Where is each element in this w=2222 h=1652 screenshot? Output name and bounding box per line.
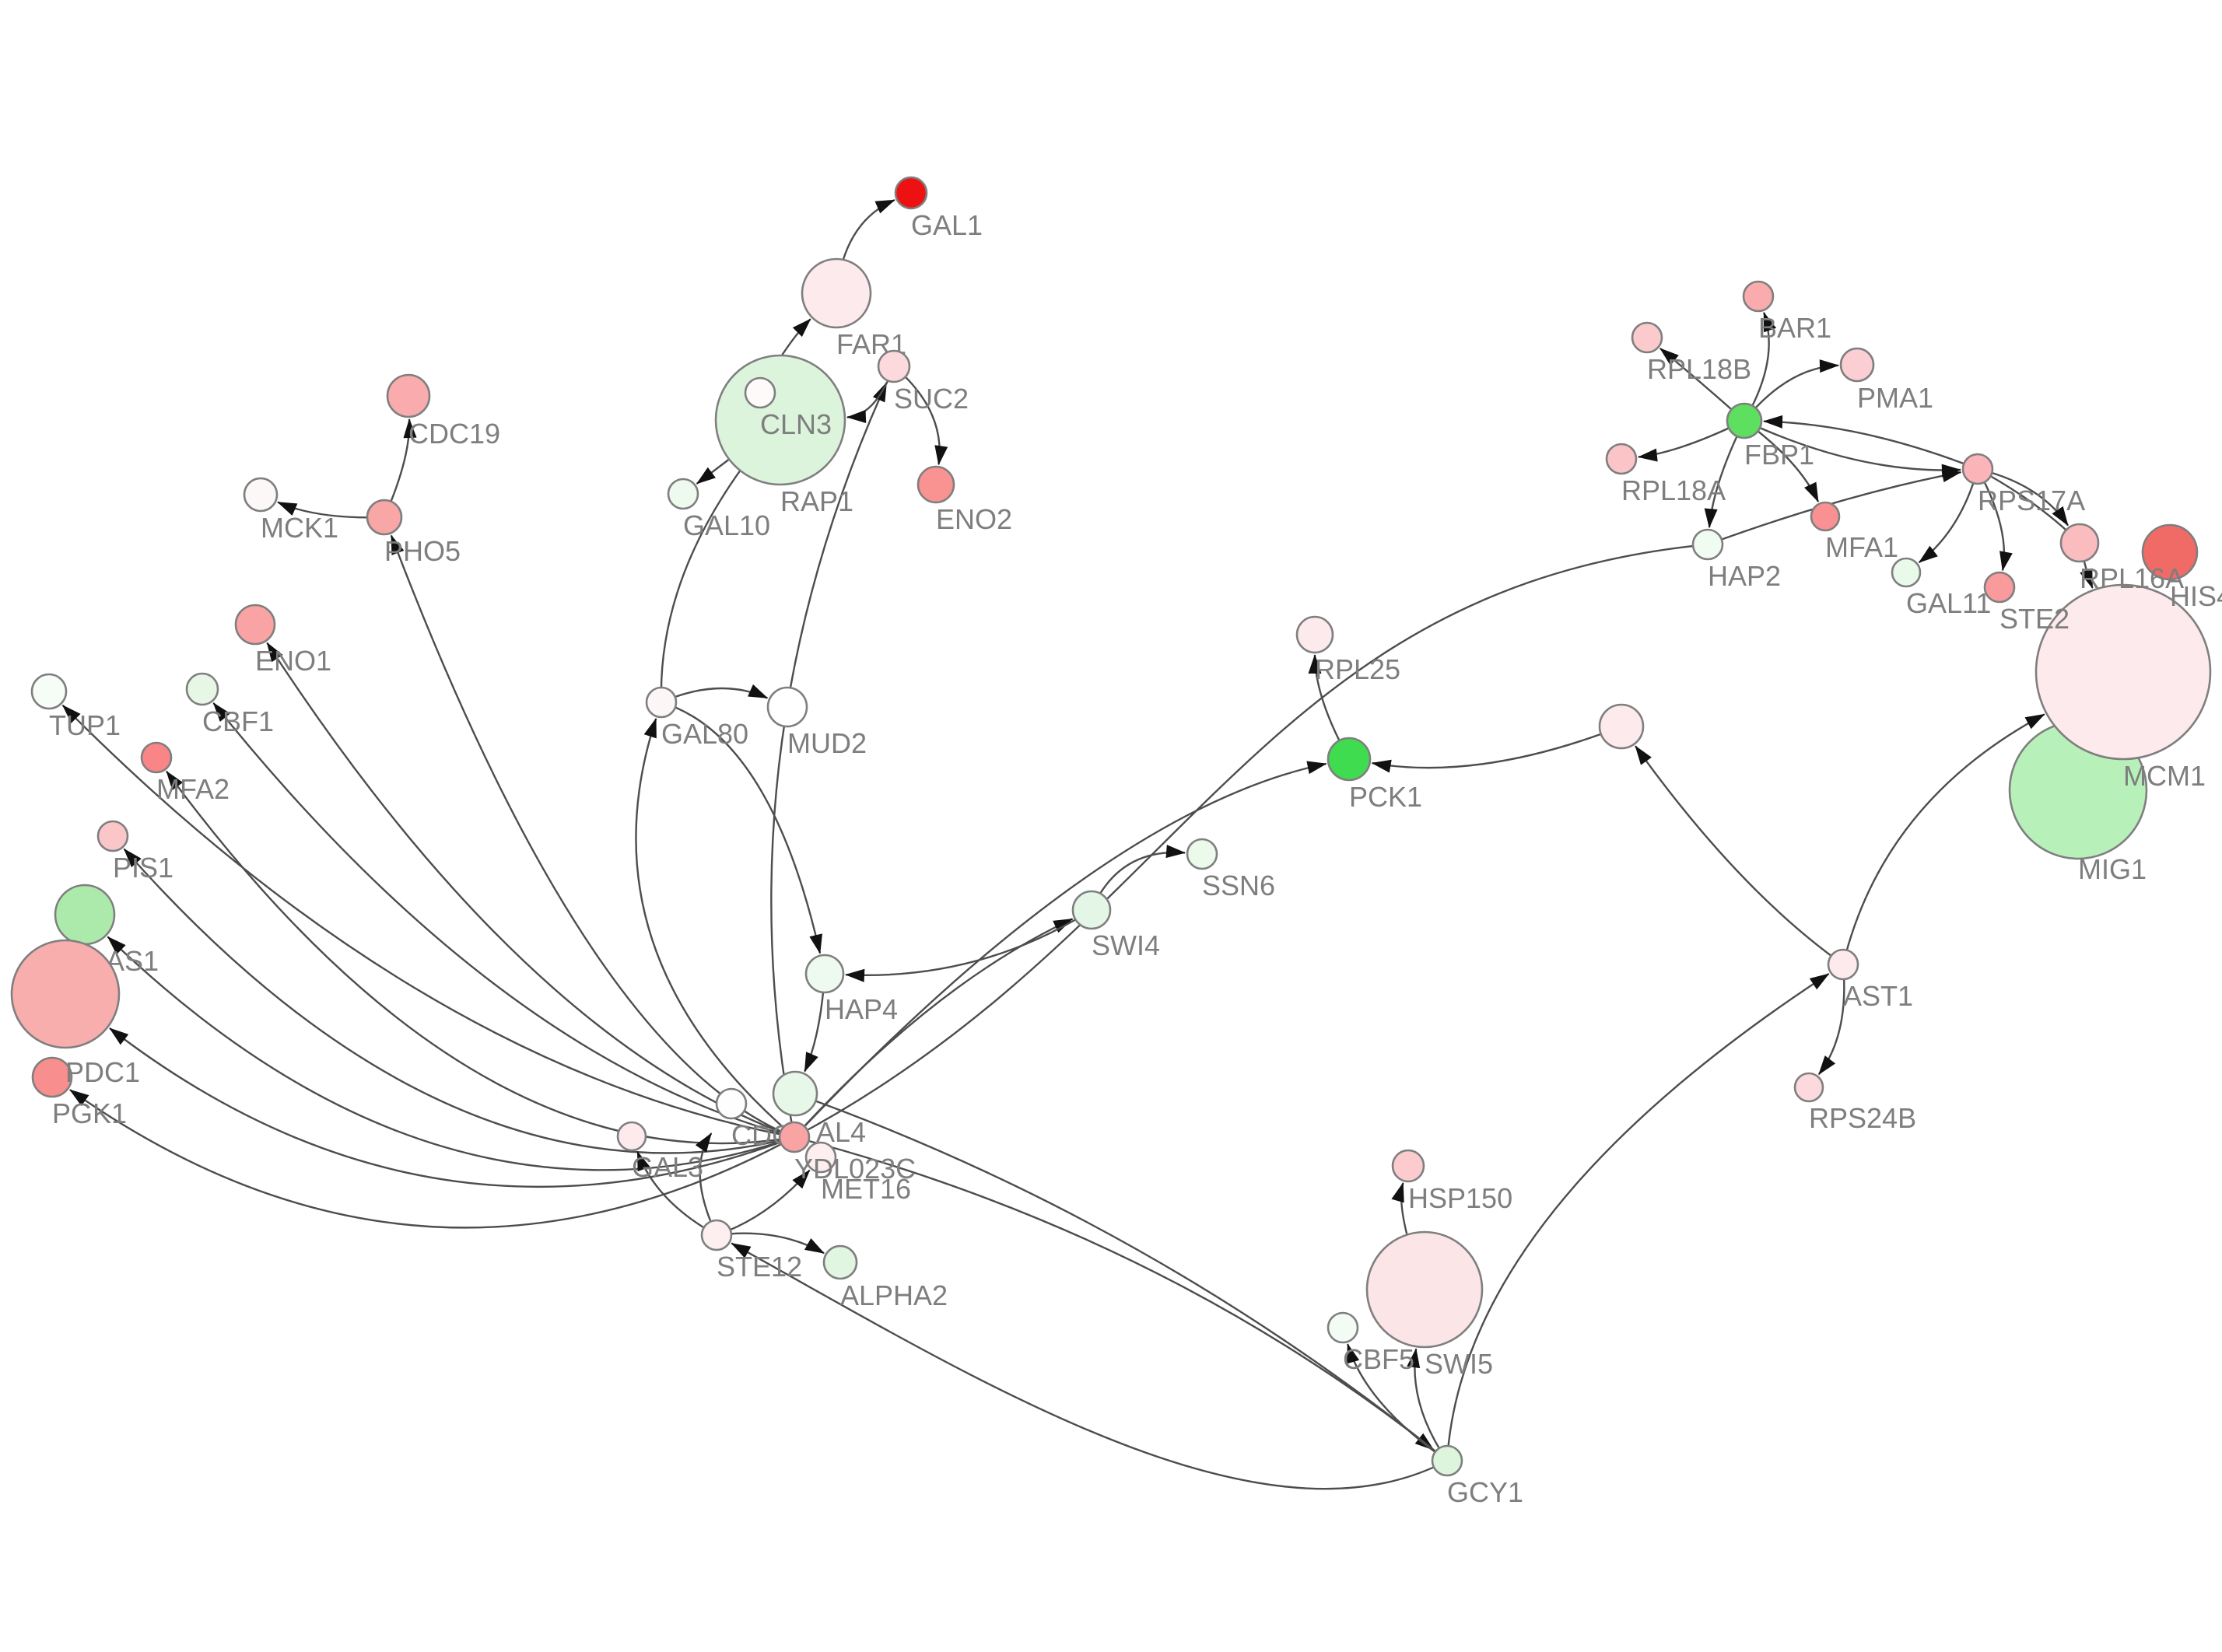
svg-text:CBF5: CBF5 [1343,1343,1414,1375]
svg-text:GAL3: GAL3 [632,1151,703,1183]
svg-text:PHO5: PHO5 [384,535,461,567]
svg-text:STE2: STE2 [1999,603,2070,635]
svg-text:HAP4: HAP4 [825,993,898,1025]
svg-text:MFA2: MFA2 [156,773,230,805]
svg-text:BAR1: BAR1 [1758,312,1831,344]
svg-text:MUD2: MUD2 [787,727,867,759]
svg-text:GAL80: GAL80 [661,718,748,750]
svg-text:RPL16A: RPL16A [2080,562,2184,594]
svg-text:RAP1: RAP1 [780,485,853,517]
svg-text:CBF1: CBF1 [202,705,274,737]
svg-text:MCK1: MCK1 [261,512,338,544]
svg-text:STE12: STE12 [717,1251,802,1283]
svg-text:SWI5: SWI5 [1425,1348,1493,1380]
svg-text:YDL023C: YDL023C [794,1153,916,1185]
svg-text:GAL10: GAL10 [683,509,770,541]
svg-text:PGK1: PGK1 [52,1097,127,1129]
svg-text:TUP1: TUP1 [49,709,121,741]
svg-text:FBP1: FBP1 [1744,439,1814,471]
svg-text:MIG1: MIG1 [2078,853,2147,885]
svg-text:HSP150: HSP150 [1408,1182,1512,1214]
svg-text:RPS24B: RPS24B [1809,1102,1916,1134]
svg-text:PDC1: PDC1 [65,1056,140,1088]
svg-text:GCY1: GCY1 [1447,1476,1523,1508]
svg-text:RPL18B: RPL18B [1647,353,1751,385]
svg-text:PIS1: PIS1 [113,852,173,884]
svg-text:CLN3: CLN3 [760,408,832,440]
svg-text:HIS4: HIS4 [2170,580,2222,612]
svg-text:AST1: AST1 [1843,980,1913,1012]
svg-text:MET16: MET16 [821,1173,911,1205]
svg-text:ENO2: ENO2 [936,503,1012,535]
svg-text:SSN6: SSN6 [1202,870,1275,901]
svg-text:HAP2: HAP2 [1708,560,1781,592]
svg-text:ALPHA2: ALPHA2 [840,1279,948,1311]
svg-text:GAL1: GAL1 [911,209,983,241]
svg-text:RPS17A: RPS17A [1978,485,2085,516]
svg-text:MFA1: MFA1 [1825,531,1898,563]
svg-text:ENO1: ENO1 [255,645,331,677]
svg-text:GAL11: GAL11 [1906,587,1991,619]
svg-text:CDC19: CDC19 [408,418,500,450]
svg-text:SUC2: SUC2 [894,383,969,415]
svg-text:RPL25: RPL25 [1315,653,1400,685]
svg-text:SWI4: SWI4 [1092,929,1160,961]
svg-text:PMA1: PMA1 [1857,382,1933,414]
svg-text:MCM1: MCM1 [2123,760,2206,792]
svg-text:PCK1: PCK1 [1349,781,1422,813]
svg-text:RPL18A: RPL18A [1621,474,1726,506]
